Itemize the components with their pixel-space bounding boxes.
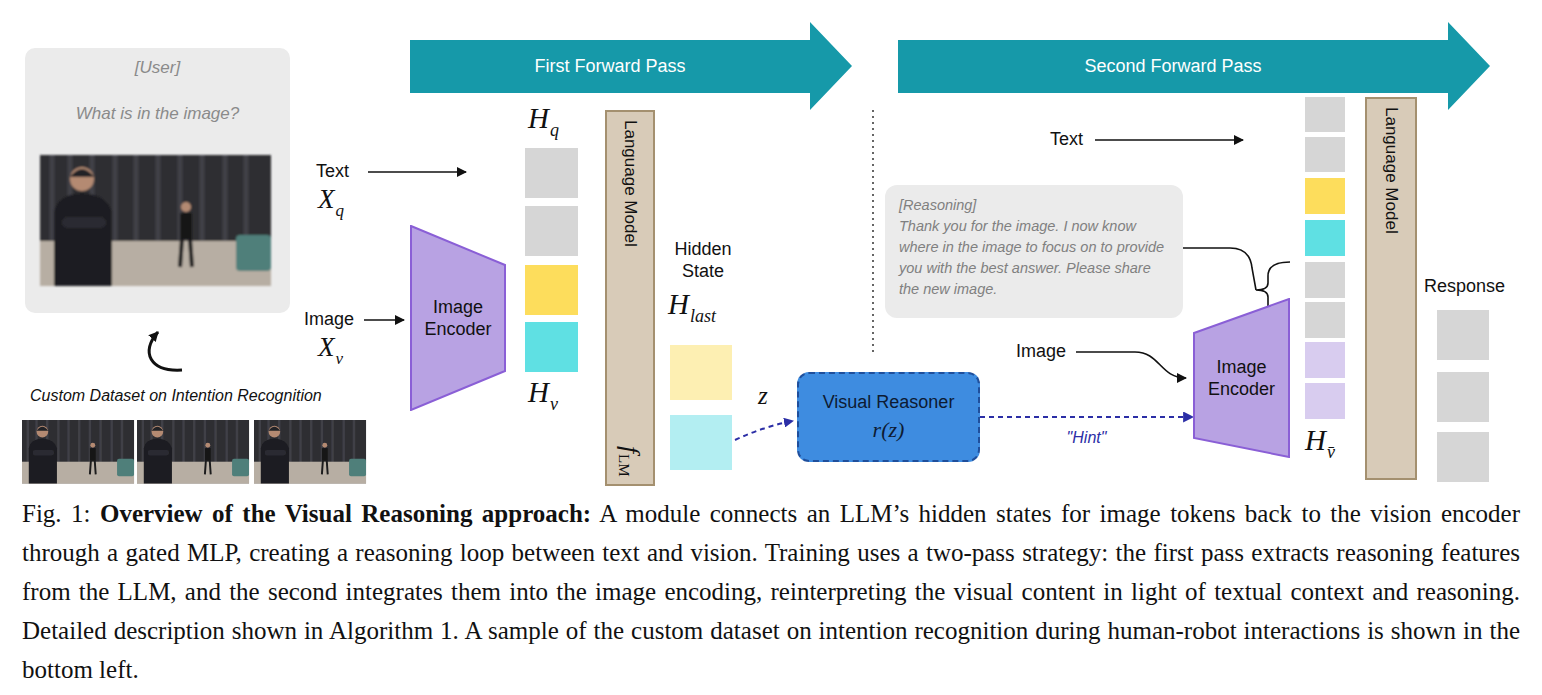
math-subscript: v [550,394,558,414]
encoder-text-box: Image Encoder [410,225,506,411]
band-text-box: First Forward Pass [410,40,810,93]
math-subscript: q [336,201,345,220]
encoder-text-box: Image Encoder [1193,298,1290,458]
model-name: Language Model [1381,107,1401,234]
math-symbol: H [528,376,549,408]
math-subscript: q [550,120,559,140]
edge-label: "Hint" [1067,429,1107,447]
input-label: Response [1424,276,1505,297]
module-function: r(z) [873,417,905,443]
speaker-tag: [Reasoning] [899,195,1169,216]
math-label: Hv̄ [1305,426,1335,455]
encoder-fill [1194,299,1289,457]
encoder-fill [411,226,505,410]
speaker-tag: [User] [135,56,180,80]
encoder-trapezoid [1193,298,1290,458]
math-symbol: H [528,102,549,134]
language-model-box: Language Model [1365,97,1417,480]
math-subscript: v [336,349,344,368]
input-label: Hidden State [663,238,743,282]
math-label: Hv [528,378,558,407]
input-label: Image [304,309,354,330]
pass-title: Second Forward Pass [1084,56,1261,77]
math-label: Xq [318,186,344,213]
encoder-name: Image Encoder [416,296,500,340]
function-symbol: fLM [617,446,643,476]
pass-title: First Forward Pass [534,56,685,77]
vertical-title-box: Language Model [607,120,653,247]
math-symbol: H [668,288,689,320]
math-label: Hlast [668,290,716,319]
dashed-connector [980,416,1193,418]
vertical-title-box: Language Model [1367,107,1415,234]
pass-arrow-band: First Forward Pass [410,22,852,110]
math-subscript: last [690,306,716,326]
band-text-box: Second Forward Pass [898,40,1448,93]
figure-caption: Fig. 1: Overview of the Visual Reasoning… [22,494,1520,689]
visual-reasoner-box: Visual Reasoner r(z) [797,372,980,462]
reasoning-prompt-box: [Reasoning]Thank you for the image. I no… [885,185,1183,318]
dataset-caption: Custom Dataset on Intention Recognition [30,387,322,405]
function-subscript: LM [616,454,632,477]
function-name: f [616,446,645,453]
function-symbol-box: fLM [607,446,653,476]
math-subscript: v̄ [1327,442,1335,462]
math-label: Xv [318,334,343,361]
arrow-band-fill [410,22,852,110]
input-label: Image [1016,341,1066,362]
image-encoder: Image Encoder [410,225,506,411]
language-model-box: Language Model fLM [605,110,655,486]
module-name: Visual Reasoner [823,392,955,413]
math-label: Hq [528,104,559,133]
image-encoder: Image Encoder [1193,298,1290,458]
reasoning-text: Thank you for the image. I now know wher… [899,216,1169,300]
caption-emphasis: Overview of the Visual Reasoning approac… [100,500,591,527]
model-name: Language Model [620,120,640,247]
prompt-text: What is in the image? [76,102,239,126]
input-label: Text [316,161,349,182]
variable-label: z [758,382,768,410]
math-symbol: X [318,184,335,214]
encoder-trapezoid [410,225,506,411]
math-symbol: H [1305,424,1326,456]
encoder-name: Image Encoder [1200,356,1284,400]
math-symbol: X [318,332,335,362]
user-prompt-panel: [User] What is in the image? [25,48,290,313]
input-label: Text [1050,129,1083,150]
